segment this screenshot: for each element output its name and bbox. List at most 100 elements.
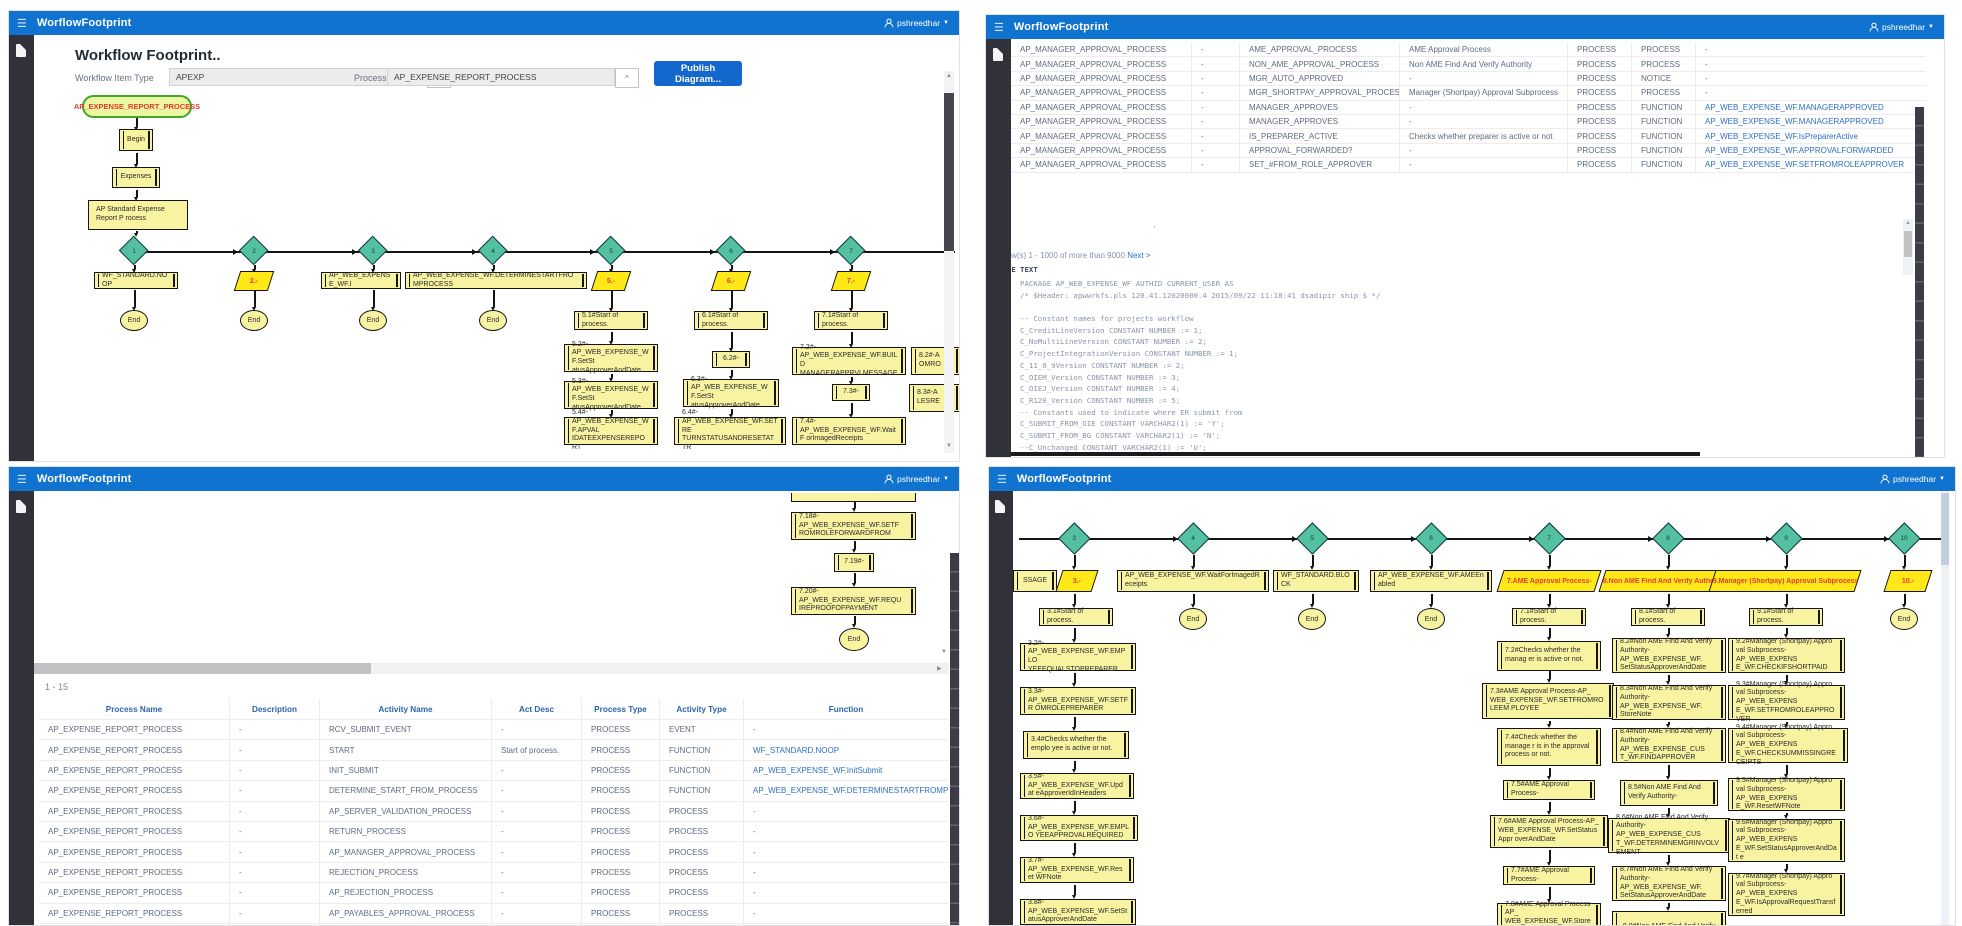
- process-lov-button[interactable]: ^: [615, 68, 639, 88]
- decision-diamond[interactable]: 3: [357, 235, 389, 267]
- activity-node[interactable]: 8.2#Non AME Find And Verify Authority-AP…: [1612, 638, 1726, 673]
- activity-node[interactable]: 7.5#AME Approval Process-: [1503, 780, 1595, 800]
- branch-parallelogram[interactable]: 3.-: [1055, 570, 1099, 592]
- activity-node[interactable]: 3.8#-AP_WEB_EXPENSE_WF.SetSt atusApprove…: [1020, 899, 1136, 925]
- activity-node[interactable]: 7.4#Check whether the manage r is in the…: [1497, 728, 1601, 766]
- function-link[interactable]: AP_WEB_EXPENSE_WF.MANAGERAPPROVED: [1695, 114, 1921, 129]
- hamburger-icon[interactable]: ☰: [17, 473, 27, 486]
- activity-node[interactable]: 6.1#Start of process.: [694, 311, 768, 330]
- activity-node[interactable]: 7.4#-AP_WEB_EXPENSE_WF.WaitF orImagedRec…: [792, 417, 906, 445]
- subprocess-parallelogram[interactable]: 7.AME Approval Process-: [1496, 570, 1602, 592]
- next-page-link[interactable]: Next >: [1127, 251, 1151, 260]
- activity-node[interactable]: 9.5#Manager (Shortpay) Appro val Subproc…: [1728, 777, 1845, 811]
- decision-diamond[interactable]: 5: [1295, 521, 1329, 555]
- decision-diamond[interactable]: 4: [477, 235, 509, 267]
- activity-node[interactable]: SSAGE: [1013, 570, 1057, 592]
- activity-node[interactable]: 7.20#-AP_WEB_EXPENSE_WF.REQU IREPROOFOFP…: [791, 587, 916, 615]
- scroll-right-icon[interactable]: ▶: [937, 666, 942, 672]
- user-menu[interactable]: pshreedhar ▼: [884, 474, 949, 484]
- activity-node[interactable]: 7.1#Start of process.: [1512, 608, 1586, 626]
- function-link[interactable]: AP_WEB_EXPENSE_WF.IsPreparerActive: [1695, 129, 1921, 143]
- function-link[interactable]: AP_WEB_EXPENSE_WF.InitSubmit: [743, 760, 948, 781]
- branch-parallelogram[interactable]: 6.-: [710, 271, 752, 291]
- scroll-up-icon[interactable]: ▲: [1905, 220, 1911, 226]
- activity-node[interactable]: 7.1#Start of process.: [814, 311, 888, 330]
- activity-node[interactable]: 6.4#-AP_WEB_EXPENSE_WF.SETRE TURNSTATUSA…: [674, 409, 786, 451]
- branch-parallelogram[interactable]: 7.-: [830, 271, 872, 291]
- activity-node[interactable]: 9.4#Manager (Shortpay) Appro val Subproc…: [1728, 724, 1848, 766]
- bl-dark-scrollbar[interactable]: [950, 553, 959, 925]
- decision-diamond[interactable]: 7: [1532, 521, 1566, 555]
- br-scrollbar-thumb[interactable]: [1941, 493, 1949, 565]
- activity-node[interactable]: 8.6#Non AME Find And Verify Authority-AP…: [1608, 814, 1730, 856]
- document-icon[interactable]: [993, 48, 1003, 61]
- user-menu[interactable]: pshreedhar ▼: [1869, 22, 1934, 32]
- decision-diamond[interactable]: 6: [1414, 521, 1448, 555]
- end-node[interactable]: End: [359, 310, 387, 331]
- activity-node[interactable]: 9.2#Manager (Shortpay) Appro val Subproc…: [1728, 638, 1845, 673]
- decision-diamond[interactable]: 3: [1057, 521, 1091, 555]
- process-box[interactable]: AP Standard Expense Report P rocess: [88, 200, 188, 230]
- decision-diamond[interactable]: 8: [1651, 521, 1685, 555]
- activity-node[interactable]: 3.3#-AP_WEB_EXPENSE_WF.SETFR OMROLEPREPA…: [1020, 687, 1136, 715]
- activity-node[interactable]: 3.6#-AP_WEB_EXPENSE_WF.EMPLO YEEAPPROVAL…: [1020, 815, 1138, 841]
- activity-node[interactable]: 9.6#Manager (Shortpay) Appro val Subproc…: [1728, 819, 1845, 862]
- function-link[interactable]: AP_WEB_EXPENSE_WF.DETERMINESTARTFROMPROC…: [743, 781, 948, 801]
- activity-node[interactable]: 5.2#-AP_WEB_EXPENSE_WF.SetSt atusApprove…: [564, 341, 658, 374]
- activity-node[interactable]: 8.4#Non AME Find And Verify Authority-AP…: [1612, 728, 1726, 763]
- activity-node[interactable]: 7.2#Checks whether the manag er is activ…: [1497, 641, 1601, 671]
- activity-node[interactable]: 3.2#-AP_WEB_EXPENSE_WF.EMPLO YEEEQUALSTO…: [1020, 640, 1136, 673]
- activity-node[interactable]: AP_WEB_EXPENSE_WF.WaitForImagedReceipts: [1117, 570, 1269, 592]
- user-menu[interactable]: pshreedhar ▼: [1880, 474, 1945, 484]
- document-icon[interactable]: [995, 500, 1005, 513]
- activity-node[interactable]: 7.2#-AP_WEB_EXPENSE_WF.BUILD MANAGERAPPR…: [792, 344, 906, 377]
- activity-node[interactable]: 7.3#AME Approval Process-AP_ WEB_EXPENSE…: [1482, 683, 1614, 719]
- bl-hscroll-thumb[interactable]: [34, 663, 371, 674]
- activity-node[interactable]: 9.1#Start of process.: [1749, 608, 1823, 626]
- activity-node[interactable]: 6.3#-AP_WEB_EXPENSE_WF.SetSt atusApprove…: [683, 376, 779, 409]
- activity-node[interactable]: 7.7#AME Approval Process-: [1503, 866, 1595, 885]
- publish-diagram-button[interactable]: Publish Diagram...: [654, 61, 742, 86]
- decision-diamond[interactable]: 10: [1887, 521, 1921, 555]
- subprocess-parallelogram[interactable]: 9.Manager (Shortpay) Approval Subprocess…: [1708, 570, 1862, 592]
- hamburger-icon[interactable]: ☰: [997, 473, 1007, 486]
- activity-node[interactable]: 7.3#-: [832, 384, 870, 401]
- end-node[interactable]: End: [1298, 608, 1326, 630]
- activity-node[interactable]: 9.3#Manager (Shortpay) Appro val Subproc…: [1728, 681, 1845, 723]
- activity-node[interactable]: 5.4#-AP_WEB_EXPENSE_WF.APVAL IDATEEXPENS…: [564, 409, 658, 451]
- activity-node[interactable]: 5.3#-AP_WEB_EXPENSE_WF.SetSt atusApprove…: [564, 378, 658, 411]
- function-link[interactable]: AP_WEB_EXPENSE_WF.MANAGERAPPROVED: [1695, 100, 1921, 114]
- subprocess-parallelogram[interactable]: 8.Non AME Find And Verify Author: [1598, 570, 1718, 592]
- end-node[interactable]: End: [1417, 608, 1445, 630]
- function-link[interactable]: WF_STANDARD.NOOP: [743, 740, 948, 760]
- document-icon[interactable]: [16, 500, 26, 513]
- activity-node[interactable]: 8.5#Non AME Find And Verify Authority-: [1620, 780, 1718, 806]
- tr-dark-scrollbar[interactable]: [1915, 107, 1924, 457]
- activity-node[interactable]: WF_STANDARD.BLOCK: [1273, 570, 1359, 592]
- branch-parallelogram[interactable]: 5.-: [590, 271, 632, 291]
- activity-node[interactable]: 3.4#Checks whether the emplo yee is acti…: [1023, 731, 1129, 759]
- activity-node[interactable]: 7.18#-AP_WEB_EXPENSE_WF.SETF ROMROLEFORW…: [791, 512, 916, 540]
- activity-node[interactable]: AP_WEB_EXPENSE_WF.I: [321, 272, 401, 289]
- end-node[interactable]: End: [240, 310, 268, 331]
- function-link[interactable]: AP_WEB_EXPENSE_WF.APPROVALFORWARDED: [1695, 143, 1921, 158]
- activity-node[interactable]: 7.8#AME Approval Process-AP_ WEB_EXPENSE…: [1497, 901, 1601, 925]
- activity-node[interactable]: AP_WEB_EXPENSE_WF.DETERMINESTARTFROMPROC…: [405, 272, 587, 289]
- tl-scrollbar-thumb[interactable]: [944, 93, 954, 251]
- activity-node[interactable]: 3.5#-AP_WEB_EXPENSE_WF.Updat eApproverId…: [1020, 773, 1134, 799]
- decision-diamond[interactable]: 7: [835, 235, 867, 267]
- br-scrollbar[interactable]: [1941, 491, 1949, 925]
- end-node[interactable]: End: [839, 628, 869, 651]
- activity-node[interactable]: 8.3#Non AME Find And Verify Authority-AP…: [1612, 685, 1726, 720]
- decision-diamond[interactable]: 9: [1769, 521, 1803, 555]
- hamburger-icon[interactable]: ☰: [994, 21, 1004, 34]
- process-root-oval[interactable]: AP_EXPENSE_REPORT_PROCESS: [74, 95, 200, 118]
- activity-node[interactable]: Expenses: [112, 167, 160, 188]
- decision-diamond[interactable]: 6: [715, 235, 747, 267]
- hamburger-icon[interactable]: ☰: [17, 17, 27, 30]
- tl-vertical-scrollbar[interactable]: [944, 71, 954, 453]
- activity-node[interactable]: 7.6#AME Approval Process-AP_ WEB_EXPENSE…: [1490, 815, 1608, 848]
- activity-node[interactable]: 5.1#Start of process.: [574, 311, 648, 330]
- scroll-down-icon[interactable]: ▼: [941, 649, 947, 655]
- activity-node[interactable]: 3.7#-AP_WEB_EXPENSE_WF.Reset WFNote: [1020, 857, 1134, 883]
